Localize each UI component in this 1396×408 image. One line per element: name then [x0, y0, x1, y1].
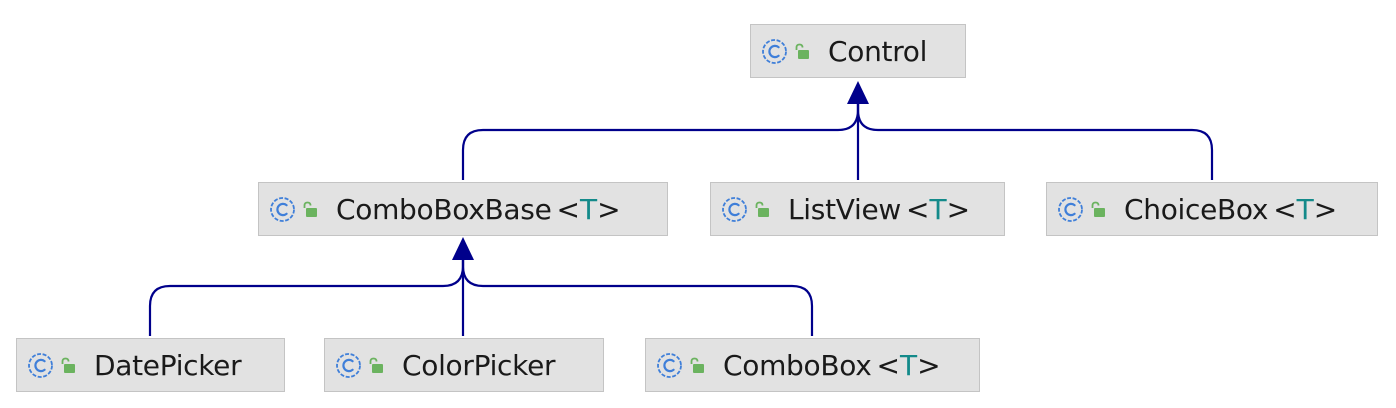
type-parameter-name: T — [929, 192, 947, 226]
public-lock-icon — [690, 357, 704, 373]
class-name: ListView — [788, 192, 901, 226]
public-lock-icon — [1091, 201, 1105, 217]
type-parameter-name: T — [899, 348, 918, 382]
public-lock-icon — [755, 201, 769, 217]
edge-datepicker-to-comboboxbase — [148, 258, 465, 336]
class-node-datepicker[interactable]: DatePicker — [16, 338, 285, 392]
type-parameter-name: T — [1296, 192, 1314, 226]
class-icon — [657, 352, 682, 378]
type-parameter-name: T — [579, 192, 598, 226]
class-name: ComboBox — [723, 348, 872, 382]
public-lock-icon — [61, 357, 75, 373]
edge-combobox-to-comboboxbase — [461, 258, 814, 336]
class-name: Control — [828, 34, 928, 68]
public-lock-icon — [369, 357, 383, 373]
class-icon — [28, 352, 53, 378]
arrowhead-control — [847, 81, 869, 104]
class-node-choicebox[interactable]: ChoiceBox <T> — [1046, 182, 1378, 236]
edge-comboboxbase-to-control — [461, 102, 860, 180]
class-name: DatePicker — [94, 348, 242, 382]
class-icon — [722, 196, 747, 222]
class-name: ChoiceBox — [1124, 192, 1269, 226]
class-node-combobox[interactable]: ComboBox <T> — [645, 338, 980, 392]
type-parameter: <T> — [906, 192, 971, 226]
class-node-comboboxbase[interactable]: ComboBoxBase <T> — [258, 182, 668, 236]
class-node-control[interactable]: Control — [750, 24, 966, 78]
type-parameter: <T> — [1273, 192, 1338, 226]
class-icon — [762, 38, 787, 64]
class-node-listview[interactable]: ListView <T> — [710, 182, 1005, 236]
type-parameter: <T> — [556, 192, 621, 226]
class-name: ColorPicker — [402, 348, 556, 382]
arrowhead-comboboxbase — [452, 237, 474, 260]
edge-choicebox-to-control — [856, 102, 1214, 180]
type-parameter: <T> — [876, 348, 941, 382]
public-lock-icon — [795, 43, 809, 59]
public-lock-icon — [303, 201, 317, 217]
class-icon — [1058, 196, 1083, 222]
class-icon — [336, 352, 361, 378]
class-name: ComboBoxBase — [336, 192, 552, 226]
class-node-colorpicker[interactable]: ColorPicker — [324, 338, 604, 392]
class-icon — [270, 196, 295, 222]
